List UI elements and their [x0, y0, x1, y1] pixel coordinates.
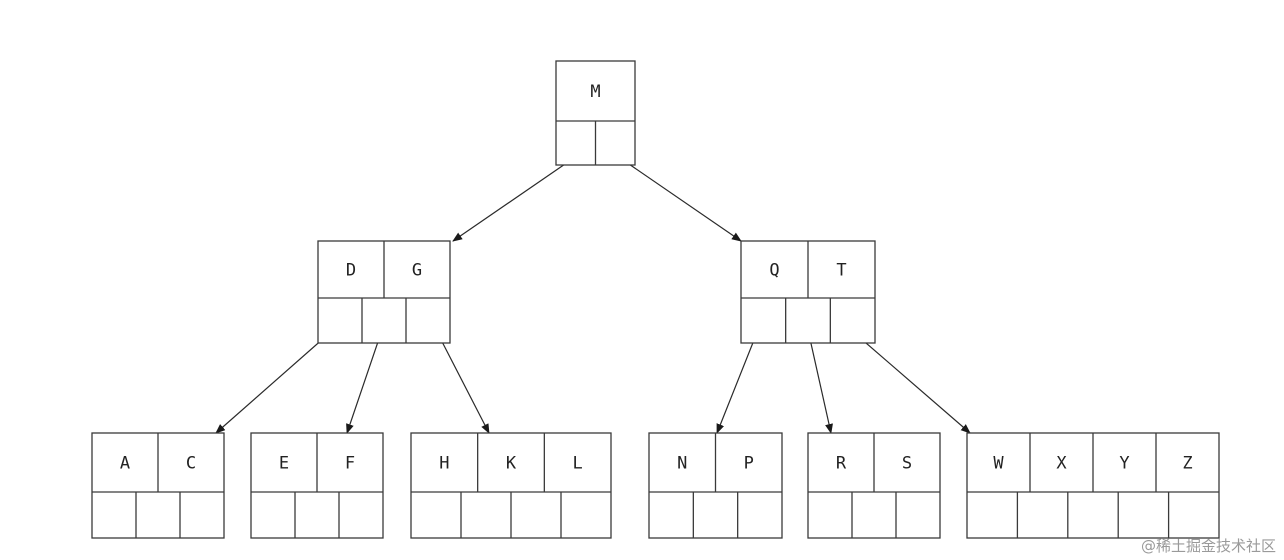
key-label: Z [1182, 454, 1192, 474]
key-label: S [902, 454, 912, 474]
key-label: W [993, 454, 1004, 474]
key-label: C [186, 454, 196, 474]
key-label: L [573, 454, 583, 474]
key-label: G [412, 261, 422, 281]
key-label: K [506, 454, 517, 474]
pointer-arrow [807, 329, 833, 434]
key-label: F [345, 454, 355, 474]
pointer-arrow [609, 150, 742, 242]
pointer-arrow [850, 329, 971, 434]
pointer-arrow [452, 150, 585, 242]
key-label: E [279, 454, 289, 474]
edges-layer [215, 150, 971, 434]
pointer-arrow [716, 329, 759, 434]
key-label: Q [769, 261, 779, 281]
key-label: H [439, 454, 449, 474]
key-label: T [836, 261, 846, 281]
key-label: D [346, 261, 356, 281]
watermark-text: @稀土掘金技术社区 [1140, 537, 1276, 555]
key-label: M [590, 82, 600, 102]
key-label: Y [1119, 454, 1129, 474]
pointer-arrow [346, 329, 383, 434]
key-label: N [677, 454, 687, 474]
key-label: P [744, 454, 754, 474]
leaf-node: W X Y Z [966, 432, 1220, 539]
pointer-arrow [215, 329, 334, 434]
root-node: M [555, 60, 636, 166]
key-label: R [836, 454, 847, 474]
key-label: X [1056, 454, 1067, 474]
key-label: A [120, 454, 130, 474]
pointer-arrow [435, 329, 490, 434]
